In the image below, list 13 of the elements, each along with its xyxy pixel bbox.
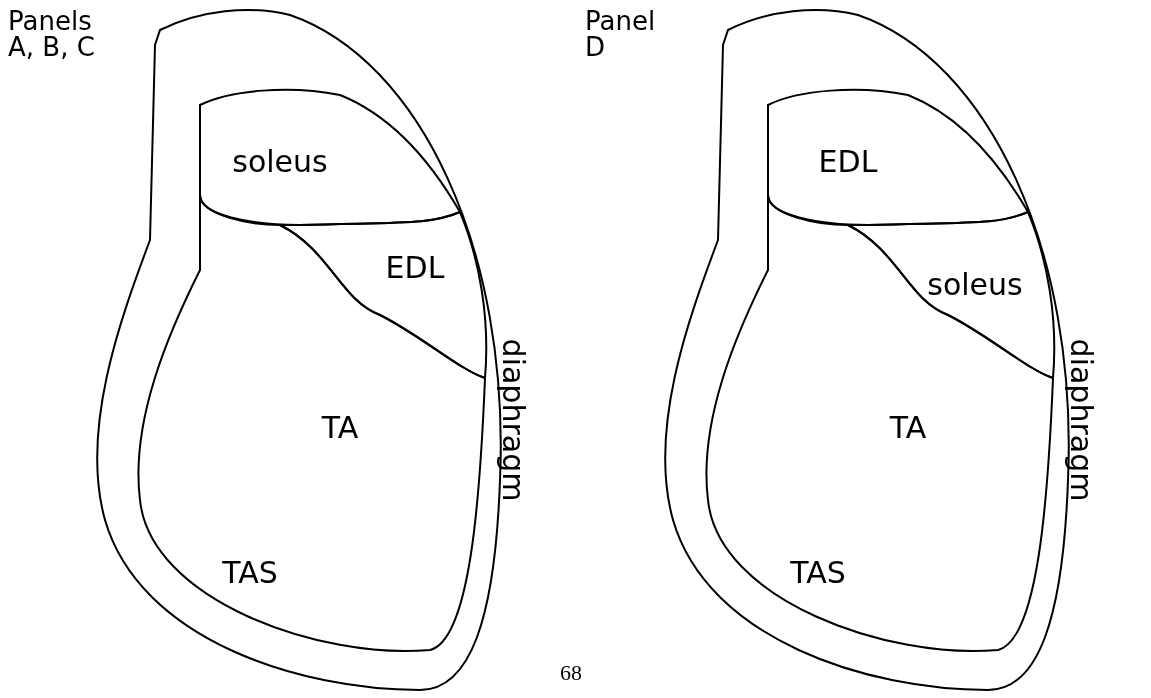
muscle-label: diaphragm — [498, 338, 528, 502]
panel-label: Panel D — [585, 8, 657, 60]
muscle-label: soleus — [232, 147, 328, 177]
page-number: 68 — [560, 662, 582, 684]
panel-label: Panels A, B, C — [8, 8, 96, 60]
muscle-label: TA — [321, 413, 359, 443]
muscle-label: TA — [889, 413, 927, 443]
muscle-label: TAS — [222, 558, 278, 588]
muscle-label: EDL — [818, 147, 878, 177]
muscle-label: soleus — [927, 270, 1023, 300]
muscle-label: TAS — [790, 558, 846, 588]
muscle-label: EDL — [385, 253, 445, 283]
muscle-label: diaphragm — [1066, 338, 1096, 502]
